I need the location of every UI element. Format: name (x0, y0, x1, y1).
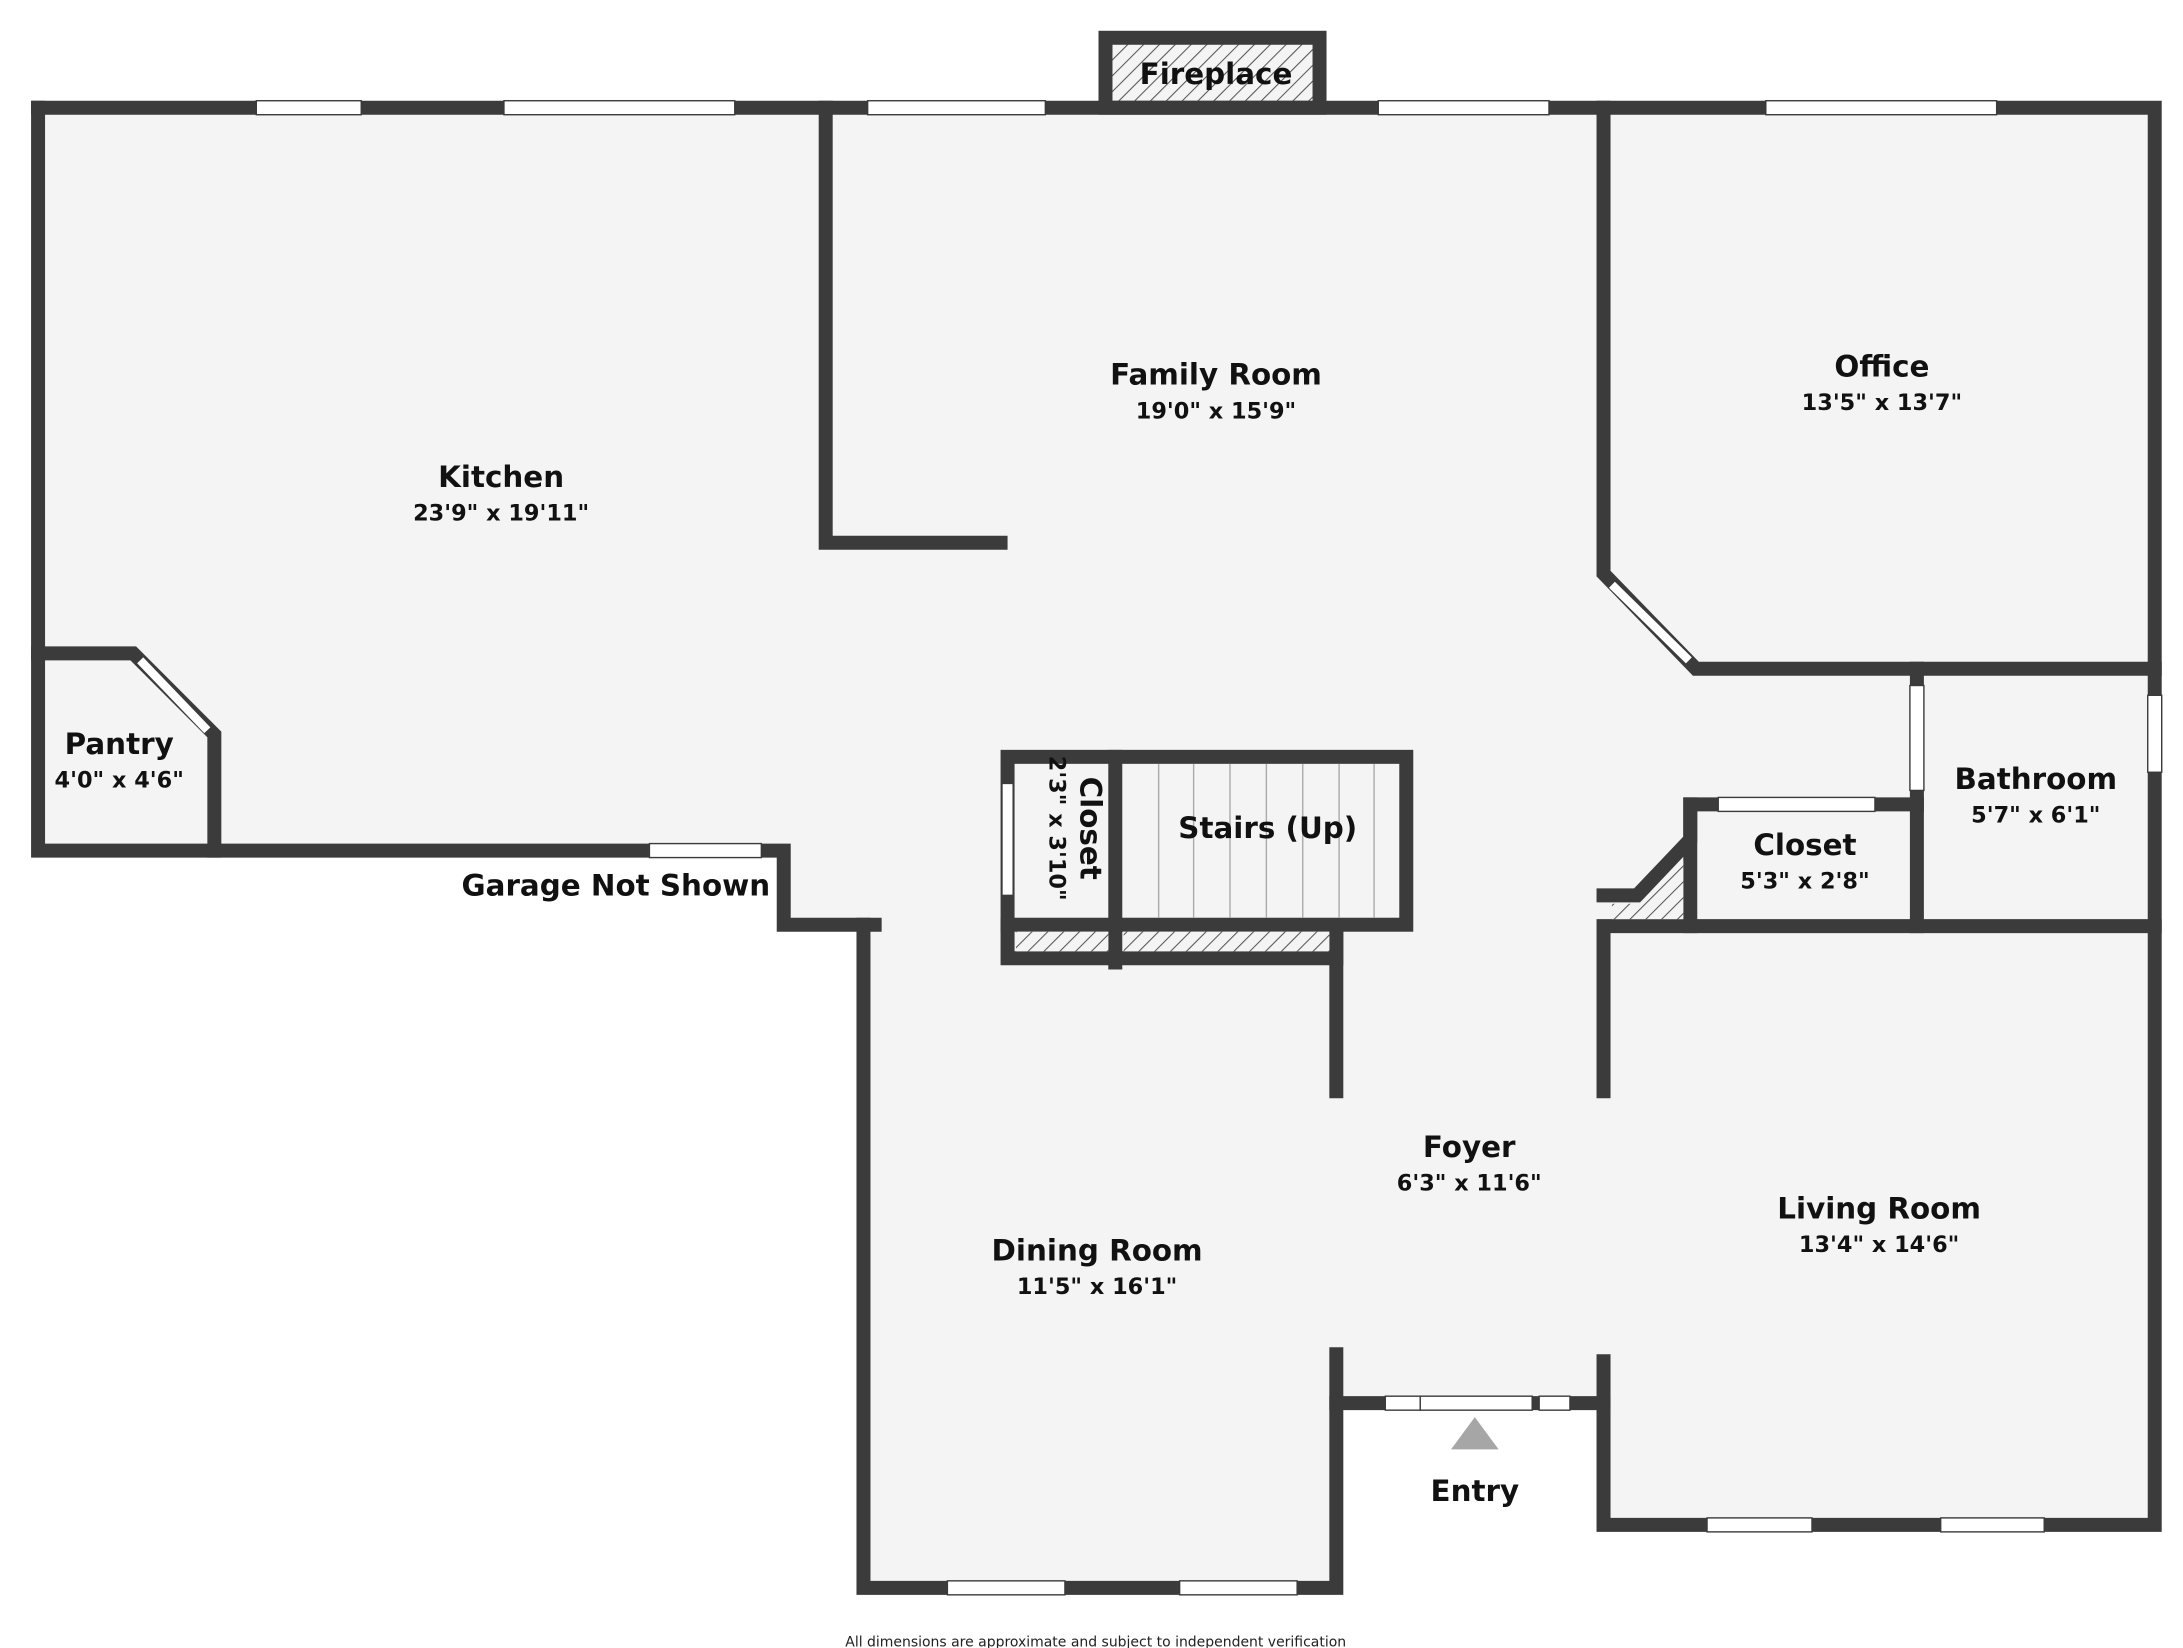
disclaimer: All dimensions are approximate and subje… (845, 1635, 1346, 1648)
room-dims-bathroom: 5'7" x 6'1" (1971, 803, 2100, 829)
room-dims-closet: 5'3" x 2'8" (1740, 868, 1869, 894)
closet-hatch (1611, 860, 1684, 920)
room-name-dining-room: Dining Room (992, 1233, 1203, 1267)
stairs-hatch (1015, 931, 1109, 952)
stair-treads (1157, 763, 1375, 918)
stairs-label: Stairs (Up) (1178, 811, 1357, 845)
room-name-family-room: Family Room (1110, 358, 1322, 392)
entry-label: Entry (1431, 1474, 1520, 1508)
room-dims-family-room: 19'0" x 15'9" (1136, 398, 1296, 424)
room-dims-stairs-closet: 2'3" x 3'10" (1044, 756, 1070, 901)
room-dims-office: 13'5" x 13'7" (1802, 390, 1962, 416)
garage-label: Garage Not Shown (462, 868, 771, 902)
room-name-office: Office (1834, 349, 1929, 383)
room-name-kitchen: Kitchen (438, 460, 564, 494)
room-dims-dining-room: 11'5" x 16'1" (1017, 1274, 1177, 1300)
room-dims-pantry: 4'0" x 4'6" (55, 768, 184, 794)
fireplace-label: Fireplace (1140, 57, 1293, 91)
room-name-foyer: Foyer (1423, 1130, 1516, 1164)
room-dims-kitchen: 23'9" x 19'11" (413, 500, 589, 526)
stairs-hatch (1123, 931, 1330, 952)
room-name-living-room: Living Room (1777, 1192, 1981, 1226)
entry-arrow-icon (1451, 1417, 1499, 1450)
floor-area (38, 107, 2155, 1588)
windows (137, 100, 2163, 1596)
room-name-bathroom: Bathroom (1955, 762, 2118, 796)
room-name-stairs-closet: Closet (1073, 777, 1107, 880)
room-name-closet: Closet (1753, 828, 1856, 862)
room-dims-living-room: 13'4" x 14'6" (1799, 1232, 1959, 1258)
room-name-pantry: Pantry (65, 727, 174, 761)
room-dims-foyer: 6'3" x 11'6" (1397, 1171, 1542, 1197)
